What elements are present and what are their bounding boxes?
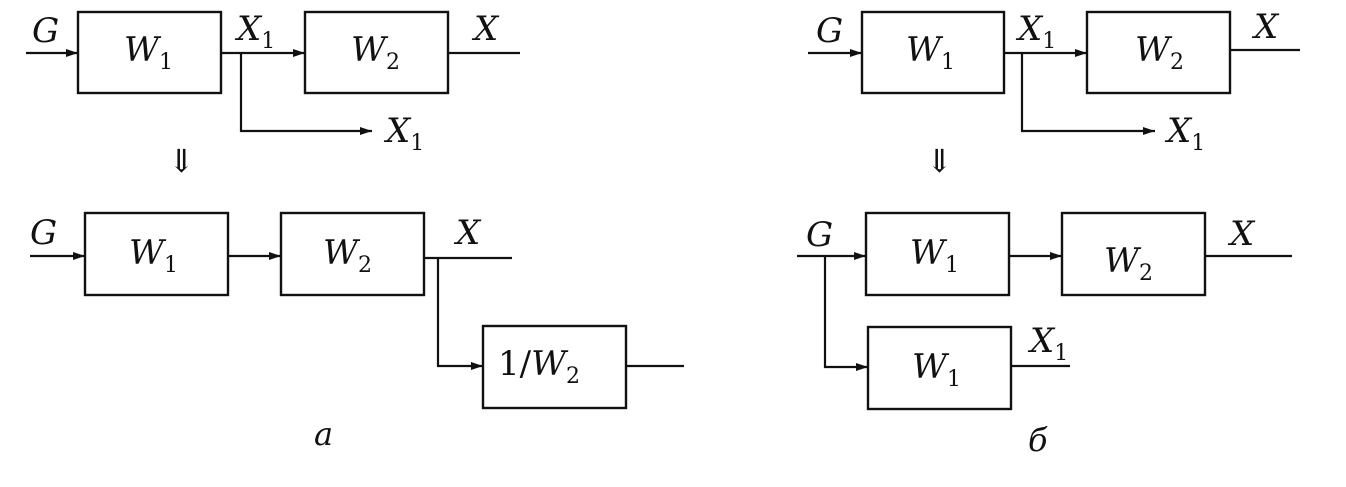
- transform-arrow: ⇓: [168, 142, 195, 180]
- input-label: G: [816, 11, 843, 51]
- block-inverse-w2: [481, 324, 628, 410]
- output-label: X: [1251, 7, 1280, 47]
- block-w2: [279, 211, 426, 297]
- branch-line: [436, 258, 483, 370]
- block-w2: [303, 10, 450, 95]
- panel-a: G W1 X1 W2 X X1 ⇓ G W1 W2 X: [26, 9, 684, 453]
- branch-output-label: X1: [1027, 321, 1068, 366]
- input-label: G: [806, 215, 833, 255]
- block-w1-label: W1: [129, 233, 178, 278]
- transform-arrow: ⇓: [926, 142, 953, 180]
- caption-a: а: [314, 415, 333, 453]
- block-w1: [860, 10, 1006, 95]
- branch-output-label: X1: [383, 111, 424, 156]
- block-w1-label: W1: [124, 30, 173, 75]
- branch-line: [1020, 53, 1155, 135]
- block-w2-label: W2: [1104, 241, 1153, 286]
- branch-output-label: X1: [1164, 111, 1205, 156]
- input-label: G: [32, 11, 59, 51]
- block-w1: [83, 211, 230, 297]
- caption-b: б: [1028, 421, 1048, 459]
- block-w1: [864, 211, 1011, 297]
- block-w2: [1085, 10, 1232, 95]
- panel-b: G W1 X1 W2 X X1 ⇓ G W1 W2 X: [797, 7, 1300, 459]
- block-w1-branch-label: W1: [912, 347, 961, 392]
- block-w2-label: W2: [351, 30, 400, 75]
- block-w1-label: W1: [910, 233, 959, 278]
- branch-line: [239, 53, 372, 135]
- block-w1-branch: [866, 325, 1013, 411]
- panel-a-after: G W1 W2 X 1/W2: [30, 211, 684, 410]
- output-label: X: [471, 9, 500, 49]
- block-w2-label: W2: [1135, 30, 1184, 75]
- block-w1-label: W1: [906, 30, 955, 75]
- panel-a-before: G W1 X1 W2 X X1: [26, 9, 520, 156]
- output-label: X: [1227, 214, 1256, 254]
- block-w2: [1060, 211, 1207, 297]
- panel-b-before: G W1 X1 W2 X X1: [808, 7, 1300, 156]
- input-label: G: [30, 213, 57, 253]
- block-w2-label: W2: [323, 233, 372, 278]
- mid-signal-label: X1: [1015, 9, 1056, 54]
- branch-line: [823, 256, 868, 371]
- output-label: X: [453, 213, 482, 253]
- panel-b-after: G W1 W2 X W1 X1: [797, 211, 1292, 411]
- mid-signal-label: X1: [234, 9, 275, 54]
- block-inverse-w2-label: 1/W2: [498, 344, 580, 389]
